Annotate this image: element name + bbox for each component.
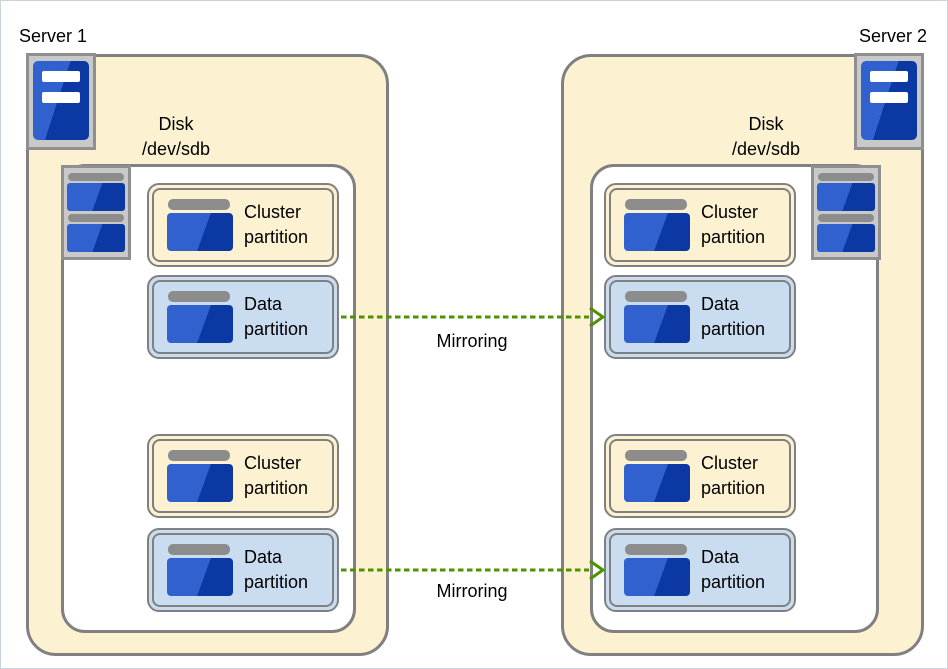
server-2-disk-icon (811, 165, 881, 260)
server-1-data-partition-2: Data partition (147, 528, 339, 612)
partition-icon (167, 450, 233, 502)
server-1-label: Server 1 (19, 26, 88, 46)
partition-icon (624, 450, 690, 502)
mirroring-label-1: Mirroring (436, 331, 508, 351)
server-2-data-partition-2: Data partition (604, 528, 796, 612)
partition-icon (624, 199, 690, 251)
partition-icon (167, 544, 233, 596)
server-1-data-partition-1: Data partition (147, 275, 339, 359)
server-1-computer-icon (26, 53, 96, 150)
server-2-computer-icon (854, 53, 924, 150)
server-2-disk-label: Disk /dev/sdb (731, 114, 801, 159)
server-tower-icon (33, 61, 89, 140)
mirroring-arrow-1 (341, 306, 606, 328)
partition-icon (167, 291, 233, 343)
server-tower-icon (861, 61, 917, 140)
server-2-cluster-partition-2: Cluster partition (604, 434, 796, 518)
server-2-cluster-partition-1: Cluster partition (604, 183, 796, 267)
mirroring-arrow-2 (341, 559, 606, 581)
server-2-label: Server 2 (859, 26, 928, 46)
server-2-data-partition-1: Data partition (604, 275, 796, 359)
partition-icon (167, 199, 233, 251)
mirroring-label-2: Mirroring (436, 581, 508, 601)
partition-icon (624, 544, 690, 596)
partition-icon (624, 291, 690, 343)
server-1-cluster-partition-2: Cluster partition (147, 434, 339, 518)
server-1-disk-label: Disk /dev/sdb (141, 114, 211, 159)
server-1-cluster-partition-1: Cluster partition (147, 183, 339, 267)
server-1-disk-icon (61, 165, 131, 260)
